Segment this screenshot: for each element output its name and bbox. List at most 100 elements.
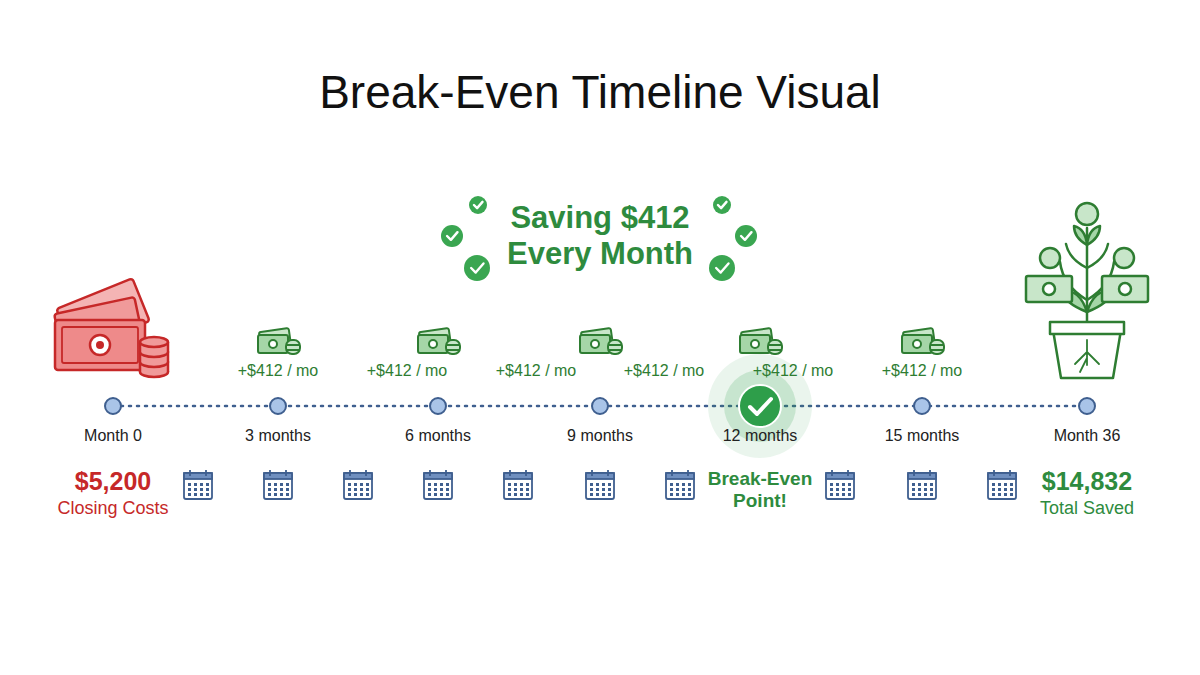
calendar-day xyxy=(428,493,431,496)
calendar-day xyxy=(992,483,995,486)
calendar-day xyxy=(274,483,277,486)
calendar-body xyxy=(586,473,614,499)
calendar-body xyxy=(908,473,936,499)
calendar-body xyxy=(264,473,292,499)
calendar-day xyxy=(1010,488,1013,491)
calendar-header xyxy=(908,473,936,479)
calendar-header xyxy=(826,473,854,479)
calendar-header xyxy=(988,473,1016,479)
calendar-day xyxy=(1010,493,1013,496)
check-badge xyxy=(735,225,757,247)
calendar-day xyxy=(590,483,593,486)
calendar-day xyxy=(200,488,203,491)
calendar-day xyxy=(924,493,927,496)
calendar-header xyxy=(424,473,452,479)
calendar-day xyxy=(514,483,517,486)
calendar-day xyxy=(194,493,197,496)
calendar-day xyxy=(206,493,209,496)
calendar-rings xyxy=(914,470,930,476)
coin-stack xyxy=(768,340,782,354)
check-mark xyxy=(750,399,771,414)
calendar-day xyxy=(682,483,685,486)
calendar-day xyxy=(676,483,679,486)
calendar-day xyxy=(446,483,449,486)
coin-stack xyxy=(930,340,944,354)
check-mark xyxy=(741,232,751,240)
month-label: Month 36 xyxy=(1054,427,1121,445)
calendar-day xyxy=(286,488,289,491)
calendar-day xyxy=(280,483,283,486)
month-label: 9 months xyxy=(567,427,633,445)
calendar-day xyxy=(446,493,449,496)
bill xyxy=(418,335,448,353)
calendar-day xyxy=(836,493,839,496)
calendar-rings xyxy=(994,470,1010,476)
calendar-day xyxy=(280,488,283,491)
timeline-dot xyxy=(105,398,121,414)
calendar-rings xyxy=(510,470,526,476)
check-mark xyxy=(718,202,727,208)
title: Break-Even Timeline Visual xyxy=(319,66,881,119)
calendar-day xyxy=(354,488,357,491)
timeline-dot xyxy=(1079,398,1095,414)
calendar-day xyxy=(602,493,605,496)
month-label: 6 months xyxy=(405,427,471,445)
calendar-day xyxy=(930,483,933,486)
calendar-day xyxy=(200,483,203,486)
calendar-day xyxy=(348,493,351,496)
calendar-day xyxy=(286,493,289,496)
check-mark xyxy=(716,263,728,272)
coin-lines xyxy=(608,345,622,350)
money-plant-icon xyxy=(1026,203,1148,378)
calendar-day xyxy=(508,493,511,496)
calendar-day xyxy=(602,488,605,491)
calendar-day xyxy=(602,483,605,486)
calendar-day xyxy=(670,493,673,496)
calendar-day xyxy=(428,483,431,486)
bill-center xyxy=(751,340,759,348)
calendar-header xyxy=(184,473,212,479)
check-mark xyxy=(447,232,457,240)
calendar-day xyxy=(434,483,437,486)
calendar-rings xyxy=(430,470,446,476)
increment-label: +$412 / mo xyxy=(624,362,705,380)
increment-label: +$412 / mo xyxy=(238,362,319,380)
calendar-day xyxy=(608,493,611,496)
break-even-check xyxy=(739,385,781,427)
calendar-day xyxy=(286,483,289,486)
calendar-day xyxy=(188,493,191,496)
cost-amount: $5,200 xyxy=(75,467,151,496)
calendar-day xyxy=(596,493,599,496)
calendar-header xyxy=(666,473,694,479)
calendar-day xyxy=(830,493,833,496)
calendar-icon xyxy=(184,470,212,499)
calendar-day xyxy=(918,483,921,486)
calendar-header xyxy=(586,473,614,479)
calendar-rings xyxy=(190,470,206,476)
calendar-day xyxy=(200,493,203,496)
increment-label: +$412 / mo xyxy=(753,362,834,380)
calendar-day xyxy=(608,483,611,486)
calendar-day xyxy=(1004,483,1007,486)
money-icon xyxy=(580,328,622,354)
calendar-day xyxy=(446,488,449,491)
coin-lines xyxy=(446,345,460,350)
calendar-day xyxy=(596,483,599,486)
calendar-day xyxy=(366,493,369,496)
calendar-day xyxy=(918,493,921,496)
cost-caption: Closing Costs xyxy=(57,498,168,519)
calendar-day xyxy=(520,493,523,496)
cash-stack-icon xyxy=(54,278,168,377)
calendar-rings xyxy=(270,470,286,476)
calendar-day xyxy=(520,483,523,486)
calendar-icon xyxy=(424,470,452,499)
calendar-header xyxy=(344,473,372,479)
calendar-day xyxy=(508,483,511,486)
saved-amount: $14,832 xyxy=(1042,467,1132,496)
calendar-day xyxy=(206,488,209,491)
calendar-day xyxy=(360,488,363,491)
check-badge xyxy=(713,196,731,214)
coin-lines xyxy=(286,345,300,350)
calendar-rings xyxy=(350,470,366,476)
calendar-day xyxy=(590,488,593,491)
